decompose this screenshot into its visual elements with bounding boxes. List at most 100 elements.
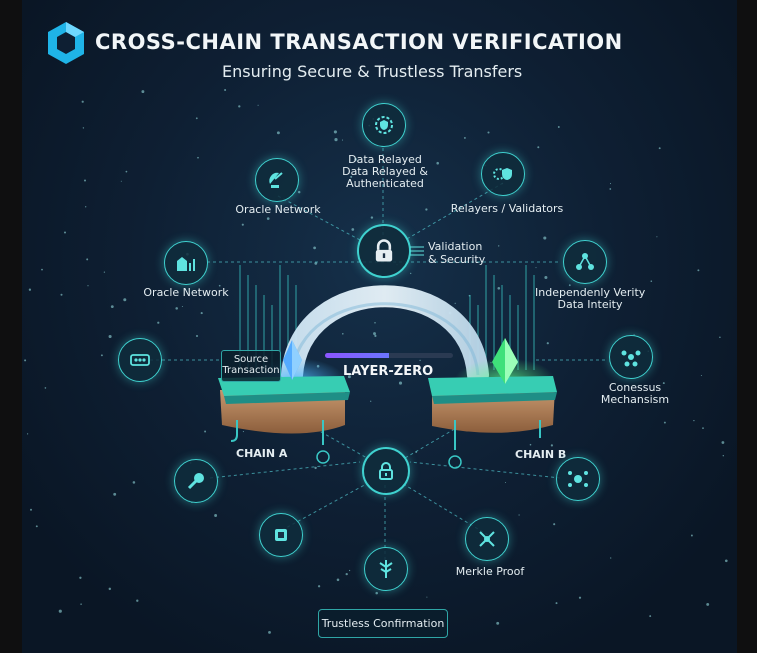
star-dot	[195, 117, 198, 120]
star-dot	[543, 236, 547, 240]
star-dot	[120, 180, 122, 182]
star-dot	[113, 492, 117, 496]
star-dot	[375, 591, 378, 595]
oracle-network-label-mid: Oracle Network	[143, 286, 229, 299]
star-dot	[276, 131, 280, 135]
star-dot	[609, 183, 612, 185]
star-dot	[374, 334, 377, 337]
chip-node[interactable]	[259, 513, 303, 557]
star-dot	[724, 559, 728, 563]
star-dot	[175, 307, 178, 310]
consensus-node[interactable]	[609, 335, 653, 379]
consensus-label-1: Conessus	[608, 381, 662, 394]
star-dot	[535, 267, 537, 269]
star-dot	[35, 525, 38, 528]
page-subtitle: Ensuring Secure & Trustless Transfers	[222, 62, 523, 81]
star-dot	[663, 421, 666, 424]
star-dot	[85, 206, 87, 208]
star-dot	[125, 170, 128, 173]
star-dot	[24, 359, 27, 362]
layer-zero-label: LAYER-ZERO	[343, 364, 434, 379]
chain-a-label: CHAIN A	[236, 447, 288, 460]
oracle-network-node-top[interactable]	[255, 158, 299, 202]
data-relayed-auth-label: Data Relayed &	[342, 165, 428, 178]
wrench-icon	[187, 473, 204, 490]
star-dot	[224, 89, 227, 91]
trustless-confirmation-badge: Trustless Confirmation	[318, 609, 448, 638]
data-relay-node[interactable]	[362, 103, 406, 147]
star-dot	[63, 231, 67, 234]
layer-zero-progress-fill	[325, 353, 389, 358]
star-dot	[157, 321, 160, 324]
star-dot	[297, 190, 301, 194]
star-dot	[123, 298, 127, 302]
star-dot	[690, 534, 693, 537]
star-dot	[86, 258, 89, 261]
star-dot	[348, 569, 351, 572]
hub-node[interactable]	[556, 457, 600, 501]
independent-verify-node[interactable]	[563, 240, 607, 284]
star-dot	[238, 105, 241, 108]
star-dot	[195, 334, 199, 338]
consensus-label-2: Mechansism	[600, 393, 670, 406]
star-dot	[60, 293, 63, 296]
star-dot	[697, 269, 700, 272]
star-dot	[529, 443, 532, 446]
star-dot	[610, 557, 612, 559]
circuit-icon	[130, 354, 150, 366]
star-dot	[317, 585, 321, 588]
merkle-tree-node[interactable]	[364, 547, 408, 591]
merkle-proof-node[interactable]	[465, 517, 509, 561]
star-dot	[650, 280, 653, 282]
transaction-label: Transaction	[222, 365, 280, 376]
star-dot	[550, 444, 554, 447]
oracle-network-label-top: Oracle Network	[235, 203, 321, 216]
validation-lock-node[interactable]	[357, 224, 411, 278]
padlock-icon	[375, 239, 393, 262]
star-dot	[354, 158, 358, 161]
gear-shield-icon	[493, 168, 512, 180]
wrench-node[interactable]	[174, 459, 218, 503]
hub-icon	[568, 471, 588, 487]
circuit-node[interactable]	[118, 338, 162, 382]
star-dot	[242, 431, 244, 433]
central-lock-node[interactable]	[362, 447, 410, 495]
star-dot	[41, 268, 43, 271]
relayers-label: Relayers / Validators	[450, 202, 564, 215]
star-dot	[419, 359, 421, 362]
star-dot	[336, 578, 340, 582]
right-border	[737, 0, 757, 653]
source-transaction-box: Source Transaction	[221, 350, 281, 382]
star-dot	[132, 481, 136, 484]
relayers-node[interactable]	[481, 152, 525, 196]
star-dot	[341, 139, 344, 141]
star-dot	[141, 90, 145, 94]
star-dot	[257, 104, 259, 106]
star-dot	[214, 514, 218, 517]
star-dot	[314, 262, 318, 265]
star-dot	[200, 312, 203, 315]
star-dot	[83, 179, 87, 182]
star-dot	[241, 223, 244, 226]
star-dot	[662, 382, 665, 385]
star-dot	[370, 216, 374, 219]
star-dot	[436, 161, 439, 165]
hexagon-logo	[48, 22, 84, 64]
star-dot	[578, 596, 582, 599]
network-nodes-icon	[576, 253, 594, 270]
merkle-cross-icon	[479, 531, 495, 547]
star-dot	[518, 514, 520, 516]
satellite-dish-icon	[269, 172, 283, 188]
star-dot	[333, 130, 337, 134]
merkle-tree-icon	[379, 560, 393, 578]
star-dot	[108, 587, 112, 591]
star-dot	[370, 400, 372, 402]
star-dot	[496, 621, 500, 625]
star-dot	[342, 333, 344, 335]
oracle-network-node-mid[interactable]	[164, 241, 208, 285]
star-dot	[425, 208, 428, 211]
star-dot	[266, 217, 270, 220]
security-label: & Security	[428, 253, 486, 266]
star-dot	[373, 332, 376, 336]
